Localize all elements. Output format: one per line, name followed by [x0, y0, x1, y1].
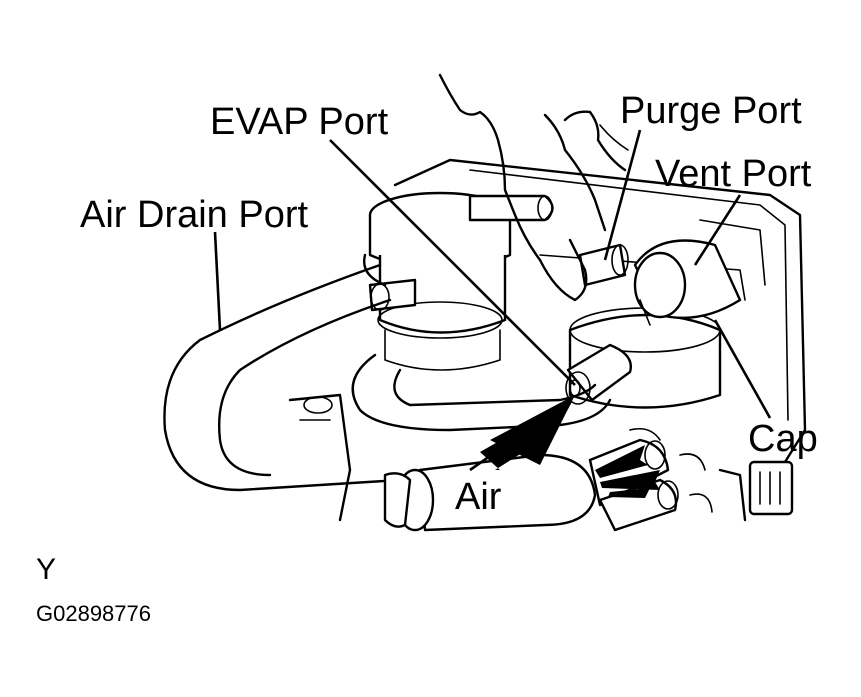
- label-air: Air: [453, 476, 504, 518]
- vsv-body: [368, 191, 554, 371]
- label-vent-port: Vent Port: [655, 153, 812, 195]
- vent-port-cap: [633, 239, 742, 326]
- purge-port-nipple: [578, 243, 629, 287]
- air-arrow-icon: [469, 395, 575, 472]
- label-purge-port: Purge Port: [620, 90, 802, 132]
- air-flow-arrows: [595, 445, 660, 498]
- label-cap: Cap: [748, 418, 818, 460]
- figure-code: G02898776: [36, 601, 151, 626]
- label-evap-port: EVAP Port: [210, 101, 389, 143]
- label-air-drain-port: Air Drain Port: [80, 194, 309, 236]
- leader-lines: [213, 129, 772, 419]
- electrical-connector: [748, 460, 794, 516]
- hand: [438, 73, 629, 302]
- mounting-bracket: [288, 393, 747, 522]
- lower-hose: [351, 353, 612, 432]
- right-valve: [565, 307, 722, 409]
- air-drain-hose: [163, 253, 402, 492]
- corner-mark: Y: [36, 553, 57, 586]
